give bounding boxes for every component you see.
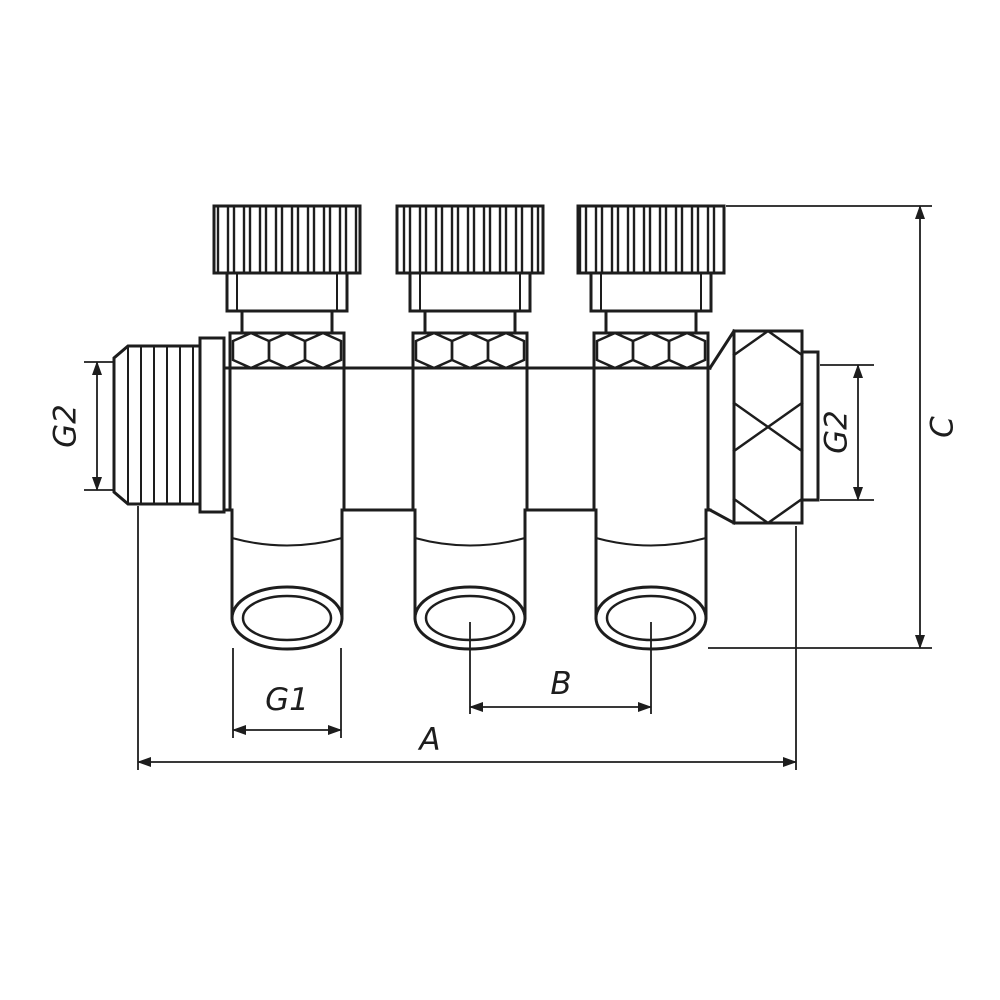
socket-depth-line	[230, 536, 344, 547]
thread-stub-outline	[112, 344, 202, 506]
dimension-a: A	[137, 506, 797, 770]
hex-facet	[631, 331, 671, 370]
outlet-pipe-1	[230, 508, 344, 651]
nut-facet	[732, 497, 804, 525]
nut-transition-bottom	[707, 507, 737, 526]
hex-facet	[267, 331, 307, 370]
valve-assembly-3	[576, 204, 726, 512]
dim-label-a: A	[417, 722, 440, 758]
hex-facet	[667, 331, 707, 370]
valve-collar	[589, 271, 713, 313]
hex-nut-band	[411, 331, 529, 370]
pipe-end-bore	[241, 594, 333, 642]
dimension-g1: G1	[232, 648, 342, 738]
nut-facet	[732, 425, 804, 453]
socket-depth-line	[594, 536, 708, 547]
dim-label-g2-left: G2	[48, 404, 84, 448]
dimension-b: B	[469, 622, 652, 714]
valve-assembly-2	[395, 204, 545, 512]
left-flange	[198, 336, 226, 514]
nut-facet	[732, 401, 804, 429]
left-thread-connector	[112, 336, 226, 514]
knurled-handwheel	[212, 204, 362, 275]
socket-depth-line	[413, 536, 527, 547]
valve-neck	[240, 309, 334, 335]
hex-nut-band	[592, 331, 710, 370]
hex-facet	[450, 331, 490, 370]
valve-collar	[225, 271, 349, 313]
valve-neck	[423, 309, 517, 335]
pipe-end-outer-rim	[230, 585, 344, 651]
dim-label-g1: G1	[265, 682, 309, 718]
valve-assembly-1	[212, 204, 362, 512]
right-union-nut	[707, 328, 820, 526]
nut-facet	[732, 329, 804, 357]
valve-collar	[408, 271, 532, 313]
hex-nut-band	[228, 331, 346, 370]
dimension-g2-left: G2	[48, 361, 114, 491]
dim-label-b: B	[550, 666, 571, 702]
dim-label-c: C	[925, 416, 961, 438]
knurled-handwheel	[576, 204, 726, 275]
hex-facet	[486, 331, 526, 370]
hex-facet	[231, 331, 271, 370]
valve-neck	[604, 309, 698, 335]
hex-facet	[303, 331, 343, 370]
dim-label-g2-right: G2	[819, 410, 855, 454]
dimension-c: C	[708, 205, 961, 649]
hex-facet	[414, 331, 454, 370]
nut-transition-top	[707, 328, 737, 371]
hex-facet	[595, 331, 635, 370]
end-stub	[800, 350, 820, 502]
knurled-handwheel	[395, 204, 545, 275]
manifold-body	[222, 366, 712, 512]
dimension-g2-right: G2	[819, 364, 874, 501]
